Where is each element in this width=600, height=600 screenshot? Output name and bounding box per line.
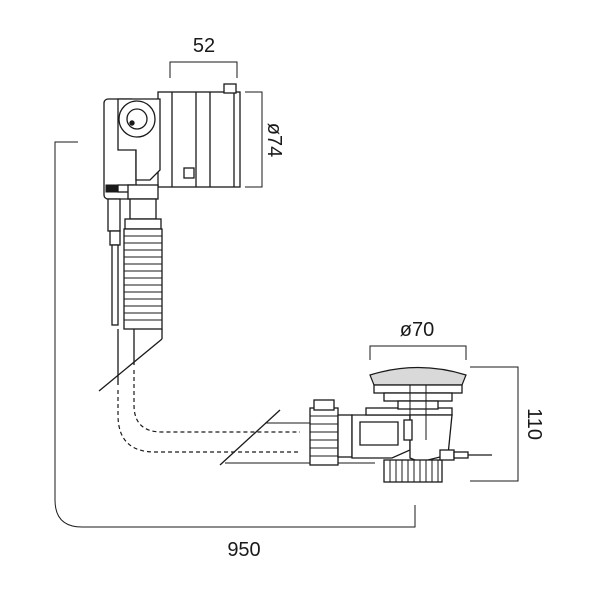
overall-length-label: 950 [227,539,260,561]
overflow-width-dimension: 52 [169,35,238,78]
waste-diameter-dimension: ø70 [369,319,467,360]
waste-plug [369,366,467,441]
waste-pipe-assembly [219,399,492,483]
hidden-connection-path [117,370,300,453]
overflow-assembly [103,83,241,326]
overflow-diameter-label: ø74 [263,123,285,157]
waste-height-dimension: 110 [470,366,545,482]
overall-length-dimension: 950 [54,141,416,561]
waste-height-label: 110 [523,408,545,440]
overflow-width-label: 52 [193,35,215,57]
waste-diameter-label: ø70 [400,319,434,341]
overflow-diameter-dimension: ø74 [245,91,285,188]
overflow-ring-icon [118,100,156,138]
flexible-overflow-hose [98,228,163,392]
